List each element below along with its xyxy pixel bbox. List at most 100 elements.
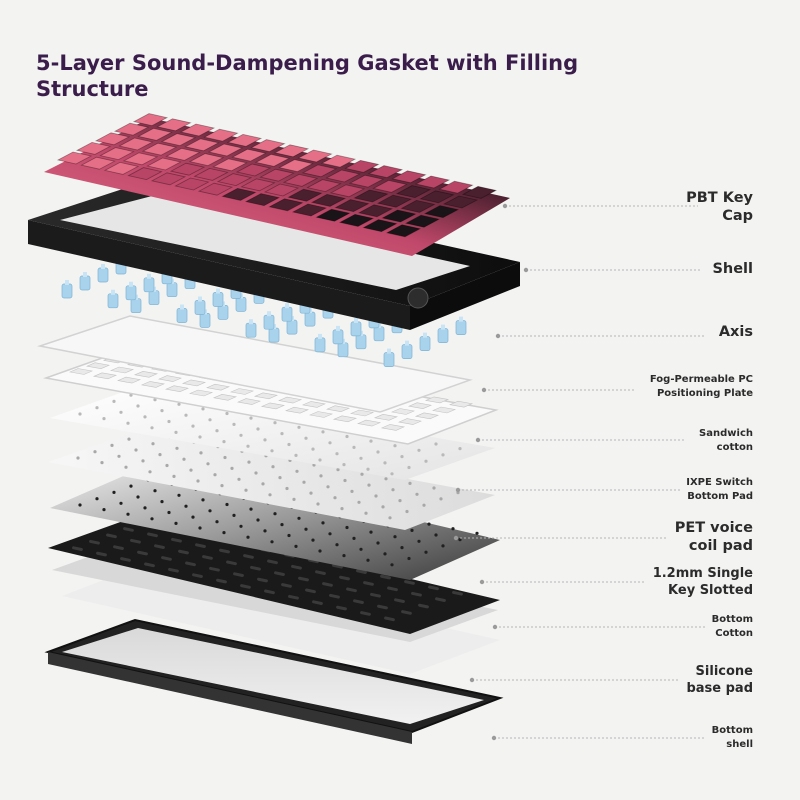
pad-hole (352, 445, 356, 449)
plate-cutout (325, 405, 351, 413)
pad-hole (302, 480, 306, 484)
plate-slot (452, 590, 463, 596)
pad-hole (294, 544, 298, 549)
switch-stem (147, 273, 151, 279)
leader-dot (469, 677, 475, 683)
keycap (174, 177, 210, 191)
keycap (372, 179, 408, 193)
switch (176, 308, 188, 323)
switch (355, 334, 367, 350)
plate-slot (356, 569, 367, 574)
switch (217, 305, 229, 320)
plate-slot (418, 603, 429, 609)
keycap (353, 189, 389, 203)
keycap (216, 173, 253, 187)
pad-hole (225, 502, 229, 507)
keycap (165, 147, 201, 161)
plate-slot (274, 571, 285, 576)
pad-hole (160, 409, 164, 413)
pad-hole (342, 554, 346, 558)
pad-hole (367, 483, 371, 487)
keycap (395, 185, 432, 199)
pad-hole (311, 447, 315, 451)
keycap (259, 168, 295, 182)
plate-slot (404, 580, 415, 585)
leader-dot (502, 203, 508, 209)
pad-hole (318, 549, 322, 553)
pad-hole (391, 488, 395, 492)
pad-hole (220, 484, 224, 488)
pad-hole (182, 457, 186, 461)
pad-hole (198, 435, 202, 439)
plate-slot (401, 610, 412, 615)
switch-stem (180, 304, 184, 310)
keycap (250, 139, 286, 153)
shell-frame-layer (28, 180, 520, 330)
plate-cutout (301, 401, 327, 408)
pad-hole (316, 502, 320, 506)
pad-hole (261, 482, 265, 486)
pad-hole (110, 443, 114, 447)
pad-hole (400, 546, 404, 550)
plate-cutout (431, 406, 457, 414)
plate-cutout (277, 396, 303, 404)
pad-hole (336, 468, 340, 472)
plate-slot (281, 583, 292, 588)
plate-slot (89, 539, 100, 545)
pad-hole (390, 563, 394, 567)
keycap (240, 178, 276, 192)
plate-slot (178, 549, 189, 555)
pad-hole (383, 461, 387, 465)
switch-stem (354, 317, 358, 323)
plate-slot (346, 587, 357, 593)
knob-icon (407, 287, 429, 309)
pad-hole (263, 438, 267, 442)
pad-hole (287, 533, 291, 538)
pad-hole (189, 468, 193, 472)
pad-hole (95, 497, 99, 501)
pad-hole (127, 437, 131, 441)
plate-slot (120, 557, 131, 562)
switch-stem (459, 316, 463, 322)
pad-hole (309, 491, 313, 495)
keycap (231, 148, 267, 162)
switch (148, 290, 160, 306)
keycap (344, 159, 380, 173)
switch (304, 311, 316, 327)
keycap (56, 151, 93, 165)
plate-slot (312, 600, 323, 605)
pad-hole (239, 524, 243, 528)
pad-hole (268, 493, 272, 497)
pad-hole (184, 504, 188, 508)
pad-hole (247, 460, 251, 464)
plate-slot (435, 597, 446, 602)
plate-cutout (424, 396, 450, 404)
switch-stem (423, 332, 427, 338)
pad-hole (201, 498, 205, 502)
pad-hole (441, 544, 445, 548)
pad-hole (434, 442, 438, 446)
keycap (315, 208, 351, 222)
pad-hole (208, 418, 212, 422)
switch-seat-plate-layer (37, 315, 473, 413)
pad-hole (350, 489, 354, 493)
plate-slot (154, 544, 165, 549)
pad-hole (150, 517, 154, 521)
pad-hole (381, 505, 385, 509)
pad-hole (172, 474, 176, 478)
plate-cutout (181, 379, 207, 387)
pad-hole (100, 461, 104, 465)
plate-cutout (414, 412, 440, 420)
pad-hole (76, 456, 80, 460)
switch (314, 337, 326, 353)
plate-slot (192, 573, 203, 578)
plate-slot (315, 570, 326, 575)
pad-hole (244, 488, 248, 492)
keycap (367, 165, 404, 179)
plate-slot (288, 594, 299, 600)
plate-cutout (349, 409, 375, 417)
keycap (197, 182, 234, 196)
switch-stem (65, 280, 69, 285)
switch-stem (441, 324, 445, 330)
